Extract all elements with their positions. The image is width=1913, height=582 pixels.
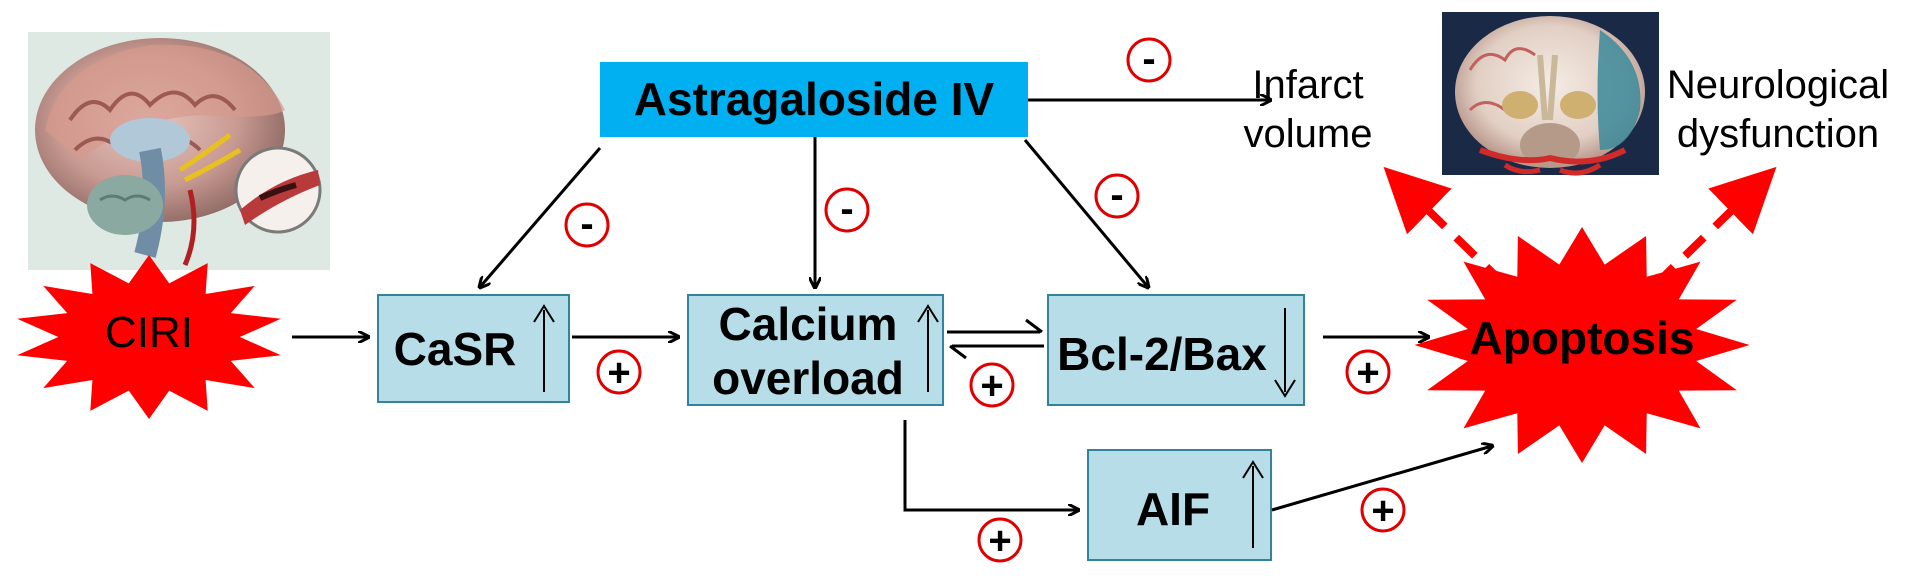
casr-up-arrow-icon [533, 304, 555, 392]
arrow-aif-to-apoptosis [1271, 446, 1492, 512]
neuro-label-line1: Neurological [1667, 63, 1889, 107]
arrow-drug-to-bcl2 [1023, 139, 1148, 287]
dashed-arrow-to-infarct [1383, 166, 1508, 288]
sign-drug-bcl2: - [1094, 173, 1140, 219]
arrow-drug-to-casr [480, 147, 602, 287]
calcium-box [687, 294, 944, 406]
sign-drug-casr: - [564, 202, 610, 248]
bcl2-label: Bcl-2/Bax [1057, 328, 1267, 380]
neuro-label-line2: dysfunction [1677, 112, 1879, 156]
sign-calcium-aif: + [977, 517, 1023, 563]
svg-text:+: + [980, 364, 1003, 408]
apoptosis-label: Apoptosis [1470, 312, 1695, 364]
dashed-arrow-to-neuro [1652, 166, 1777, 288]
equilibrium-arrows [947, 318, 1044, 360]
sign-aif-apoptosis: + [1360, 487, 1406, 533]
calcium-node: Calcium overload [687, 294, 944, 406]
dashed-arrows [1383, 166, 1777, 288]
ciri-node: CIRI [17, 255, 281, 419]
calcium-up-arrow-icon [917, 304, 939, 392]
svg-text:-: - [840, 187, 853, 231]
apoptosis-burst [1414, 227, 1750, 463]
svg-text:-: - [1142, 37, 1155, 81]
sign-drug-calcium: - [824, 187, 870, 233]
aif-node: AIF [1087, 449, 1272, 561]
casr-label: CaSR [394, 323, 517, 375]
arrow-calcium-to-aif [903, 420, 1078, 510]
svg-text:+: + [988, 519, 1011, 563]
bcl2-node: Bcl-2/Bax [1047, 294, 1305, 406]
drug-box [600, 62, 1028, 137]
calcium-label-line2: overload [712, 352, 904, 404]
ciri-burst [17, 255, 281, 419]
aif-label: AIF [1136, 483, 1210, 535]
svg-text:-: - [580, 202, 593, 246]
svg-text:+: + [1356, 351, 1379, 395]
brain-section-image [28, 32, 330, 270]
casr-node: CaSR [377, 294, 570, 403]
sign-drug-outcome: - [1126, 37, 1172, 83]
sign-bcl2-apoptosis: + [1345, 349, 1391, 395]
infarct-label-line2: volume [1244, 112, 1373, 156]
sign-calcium-bcl2: + [969, 362, 1015, 408]
sign-casr-calcium: + [596, 349, 642, 395]
svg-text:-: - [1110, 173, 1123, 217]
drug-node: Astragaloside IV [600, 62, 1028, 137]
svg-text:+: + [607, 351, 630, 395]
ciri-label: CIRI [105, 308, 193, 357]
bcl2-box [1047, 294, 1305, 406]
drug-label: Astragaloside IV [634, 73, 995, 125]
aif-up-arrow-icon [1242, 460, 1264, 548]
brain-infarct-image [1442, 12, 1659, 176]
calcium-label-line1: Calcium [719, 298, 898, 350]
aif-box [1087, 449, 1272, 561]
pathway-arrows [292, 100, 1492, 510]
apoptosis-node: Apoptosis [1414, 227, 1750, 463]
svg-text:+: + [1371, 489, 1394, 533]
bcl2-down-arrow-icon [1274, 308, 1296, 398]
casr-box [377, 294, 570, 403]
